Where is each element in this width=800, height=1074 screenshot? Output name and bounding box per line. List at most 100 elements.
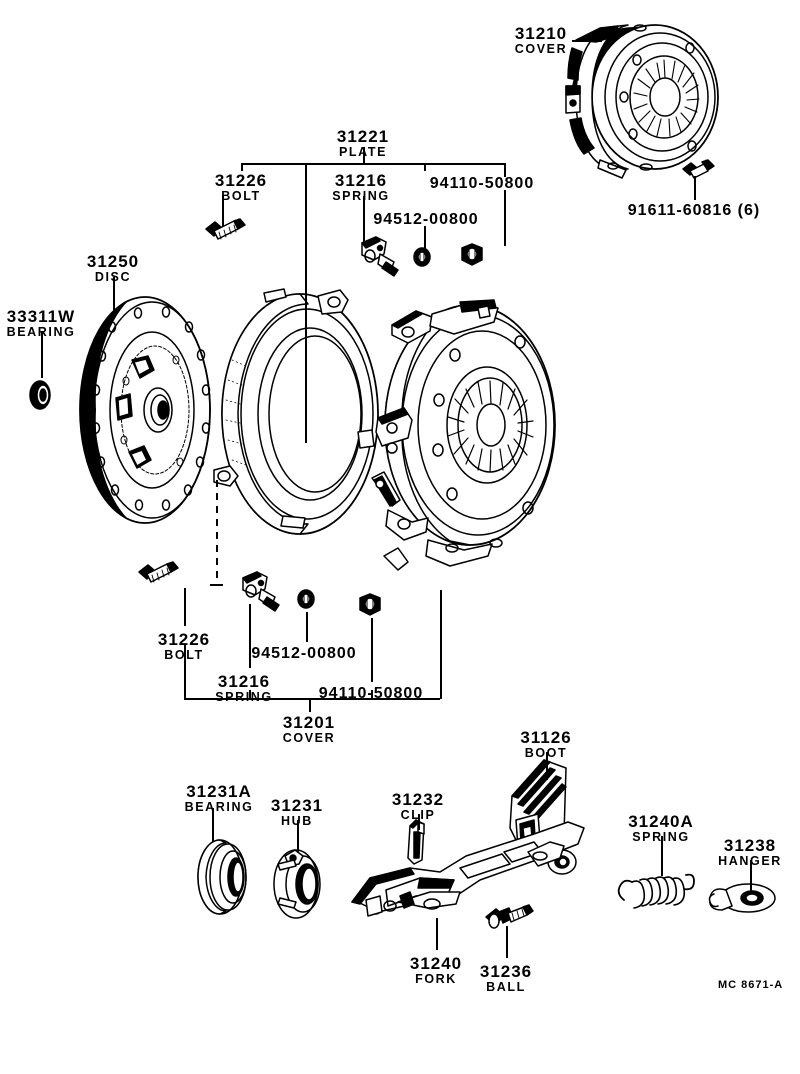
leader-91611 [694, 176, 696, 200]
part-number: 31232 [391, 790, 445, 809]
part-illustration-31231 [273, 849, 321, 919]
leader-31226-lower [184, 588, 186, 626]
leader-31231 [297, 820, 299, 852]
part-number: 94110-50800 [429, 175, 535, 192]
part-name: SPRING [215, 690, 273, 704]
part-number: 94110-50800 [318, 685, 424, 702]
part-name: FORK [415, 972, 457, 986]
part-number: 31240A [628, 812, 694, 831]
part-number: 94512-00800 [251, 645, 357, 662]
alignment-dashed-line [216, 480, 218, 585]
leader-31221-bar [241, 163, 505, 165]
part-illustration-31201 [213, 288, 379, 535]
leader-31250 [113, 277, 115, 313]
leader-31221-t1 [241, 163, 243, 171]
leader-31226-upper [222, 196, 224, 226]
part-number: 31226 [157, 630, 211, 649]
part-number: 31210 [514, 24, 568, 43]
leader-31201-stem [309, 698, 311, 712]
leader-31201-bar [184, 698, 440, 700]
part-illustration-31226-upper [205, 218, 246, 240]
leader-31231A [212, 808, 214, 842]
part-illustration-31240A [617, 873, 695, 909]
part-name: CLIP [400, 808, 436, 822]
leader-31221-t4 [504, 163, 506, 177]
part-label-9411050800: 94110-50800 [319, 686, 423, 702]
part-illustration-94110-upper [461, 243, 483, 266]
part-name: PLATE [338, 145, 388, 159]
part-number: 33311W [6, 307, 76, 326]
leader-31216-upper [363, 196, 365, 242]
part-illustration-31231A [197, 839, 247, 915]
part-illustration-31236 [485, 904, 534, 929]
part-illustration-31250 [79, 296, 211, 524]
part-name: BALL [486, 980, 526, 994]
leader-31126 [546, 752, 548, 780]
part-illustration-31216-lower [242, 571, 280, 612]
part-label-9411050800: 94110-50800 [430, 176, 534, 192]
part-name: BEARING [184, 800, 254, 814]
part-name: COVER [282, 731, 336, 745]
leader-31238 [750, 860, 752, 892]
part-number: 31236 [479, 962, 533, 981]
part-illustration-31126 [509, 759, 567, 859]
part-number: 31238 [723, 836, 777, 855]
part-name: SPRING [332, 189, 390, 203]
part-illustration-31221 [371, 299, 556, 571]
part-number: 31126 [520, 728, 572, 747]
part-number: 31226 [214, 171, 268, 190]
part-illustration-31238 [708, 883, 776, 913]
leader-31201-t3 [371, 690, 373, 699]
alignment-tick [210, 584, 223, 586]
part-illustration-31232 [407, 819, 425, 865]
part-number: 91611-60816 (6) [627, 202, 761, 219]
leader-31210 [572, 40, 602, 42]
part-label-9451200800: 94512-00800 [373, 212, 478, 228]
leader-31232 [418, 814, 420, 830]
leader-31221-stem [363, 147, 365, 164]
part-number: 31240 [409, 954, 463, 973]
part-illustration-31216-upper [361, 236, 399, 277]
leader-31240A [661, 836, 663, 876]
part-label-9451200800: 94512-00800 [251, 646, 356, 662]
leader-31201-t2 [249, 690, 251, 699]
part-name: COVER [514, 42, 568, 56]
part-illustration-94512-lower [297, 589, 315, 609]
leader-94110-upper [504, 190, 506, 246]
leader-31221-riser [305, 163, 307, 443]
part-name: BOLT [164, 648, 204, 662]
leader-94110-lower [371, 618, 373, 682]
part-label-91611608166: 91611-60816 (6) [628, 203, 760, 219]
part-number: 31201 [282, 713, 336, 732]
part-illustration-31240 [351, 821, 585, 917]
part-illustration-91611 [682, 159, 715, 179]
part-illustration-31226-lower [138, 561, 179, 583]
leader-31201-t1 [184, 645, 186, 699]
part-name: HANGER [718, 854, 782, 868]
leader-94512-upper [424, 226, 426, 250]
leader-33311W [41, 332, 43, 378]
leader-31236 [506, 926, 508, 958]
part-number: 31231 [270, 796, 324, 815]
part-number: 31216 [217, 672, 271, 691]
leader-31221-t3 [424, 163, 426, 171]
part-name: BEARING [6, 325, 76, 339]
part-number: 31221 [336, 127, 390, 146]
